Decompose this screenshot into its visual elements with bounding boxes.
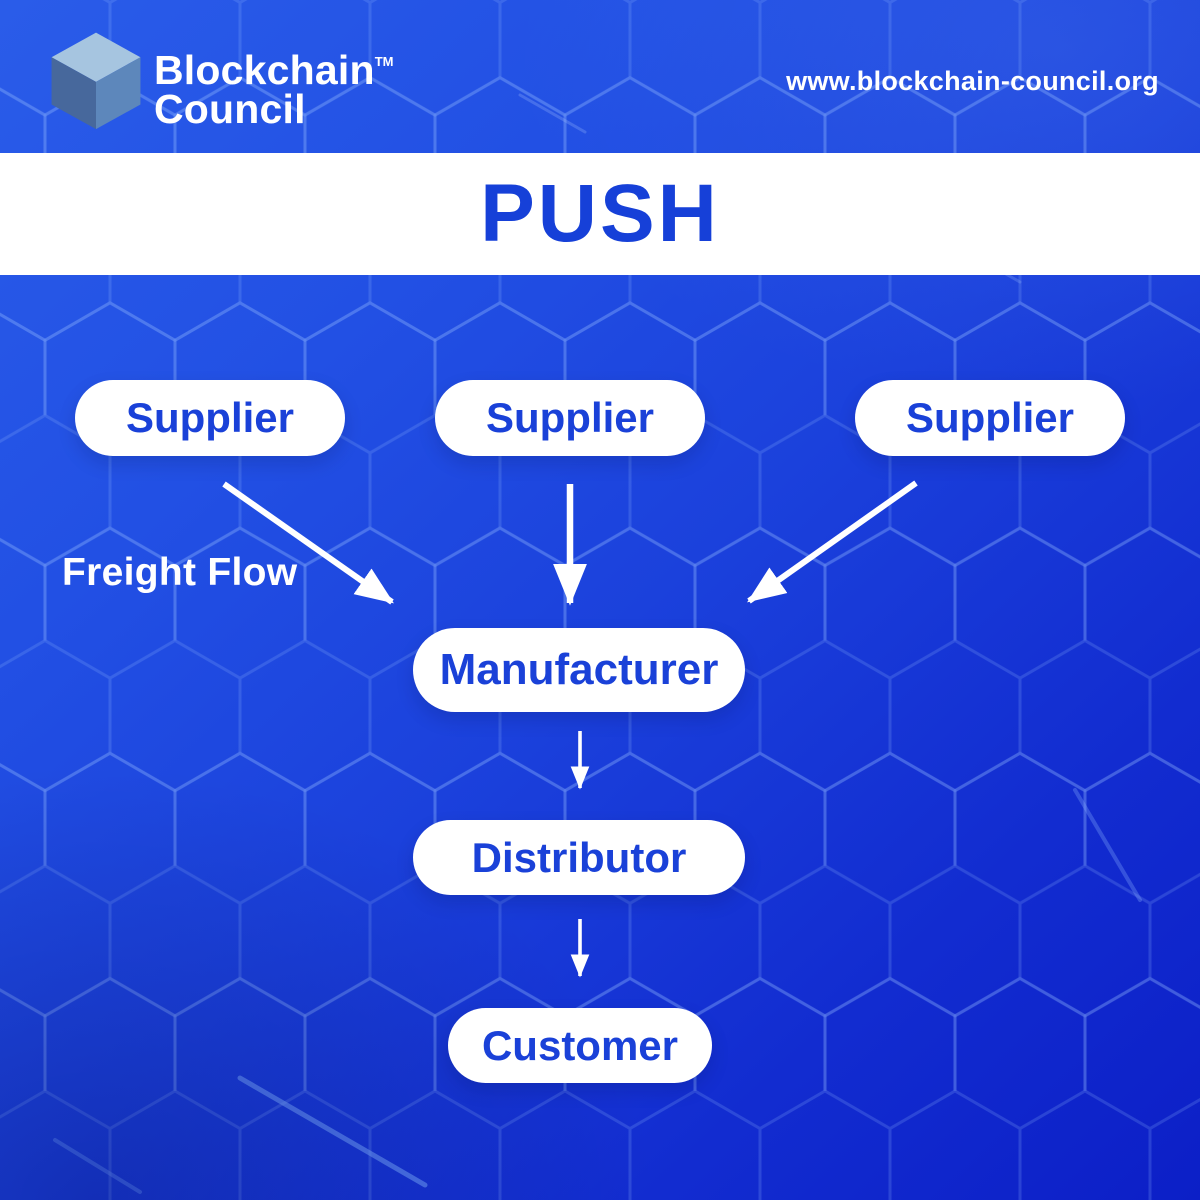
title-banner: PUSH [0,153,1200,275]
node-label: Supplier [905,394,1075,441]
website-url: www.blockchain-council.org [786,66,1159,96]
node-label: Distributor [471,833,687,881]
node-supplier-2: Supplier [435,380,705,456]
node-label: Customer [481,1021,679,1069]
logo-line1: Blockchain [154,47,375,93]
trademark-symbol: TM [374,54,394,69]
logo-wordmark: BlockchainTM Council [154,42,394,132]
node-customer: Customer [448,1008,712,1083]
node-manufacturer: Manufacturer [413,628,745,712]
cube-icon [51,32,141,130]
node-supplier-3: Supplier [855,380,1125,456]
node-supplier-1: Supplier [75,380,345,456]
freight-flow-label: Freight Flow [62,551,298,594]
node-label: Supplier [485,394,655,441]
node-label: Supplier [125,394,295,441]
logo-line2: Council [154,86,306,132]
blockchain-council-logo: BlockchainTM Council [48,27,394,131]
node-label: Manufacturer [439,645,719,694]
page-title: PUSH [480,168,720,259]
node-distributor: Distributor [413,820,745,895]
